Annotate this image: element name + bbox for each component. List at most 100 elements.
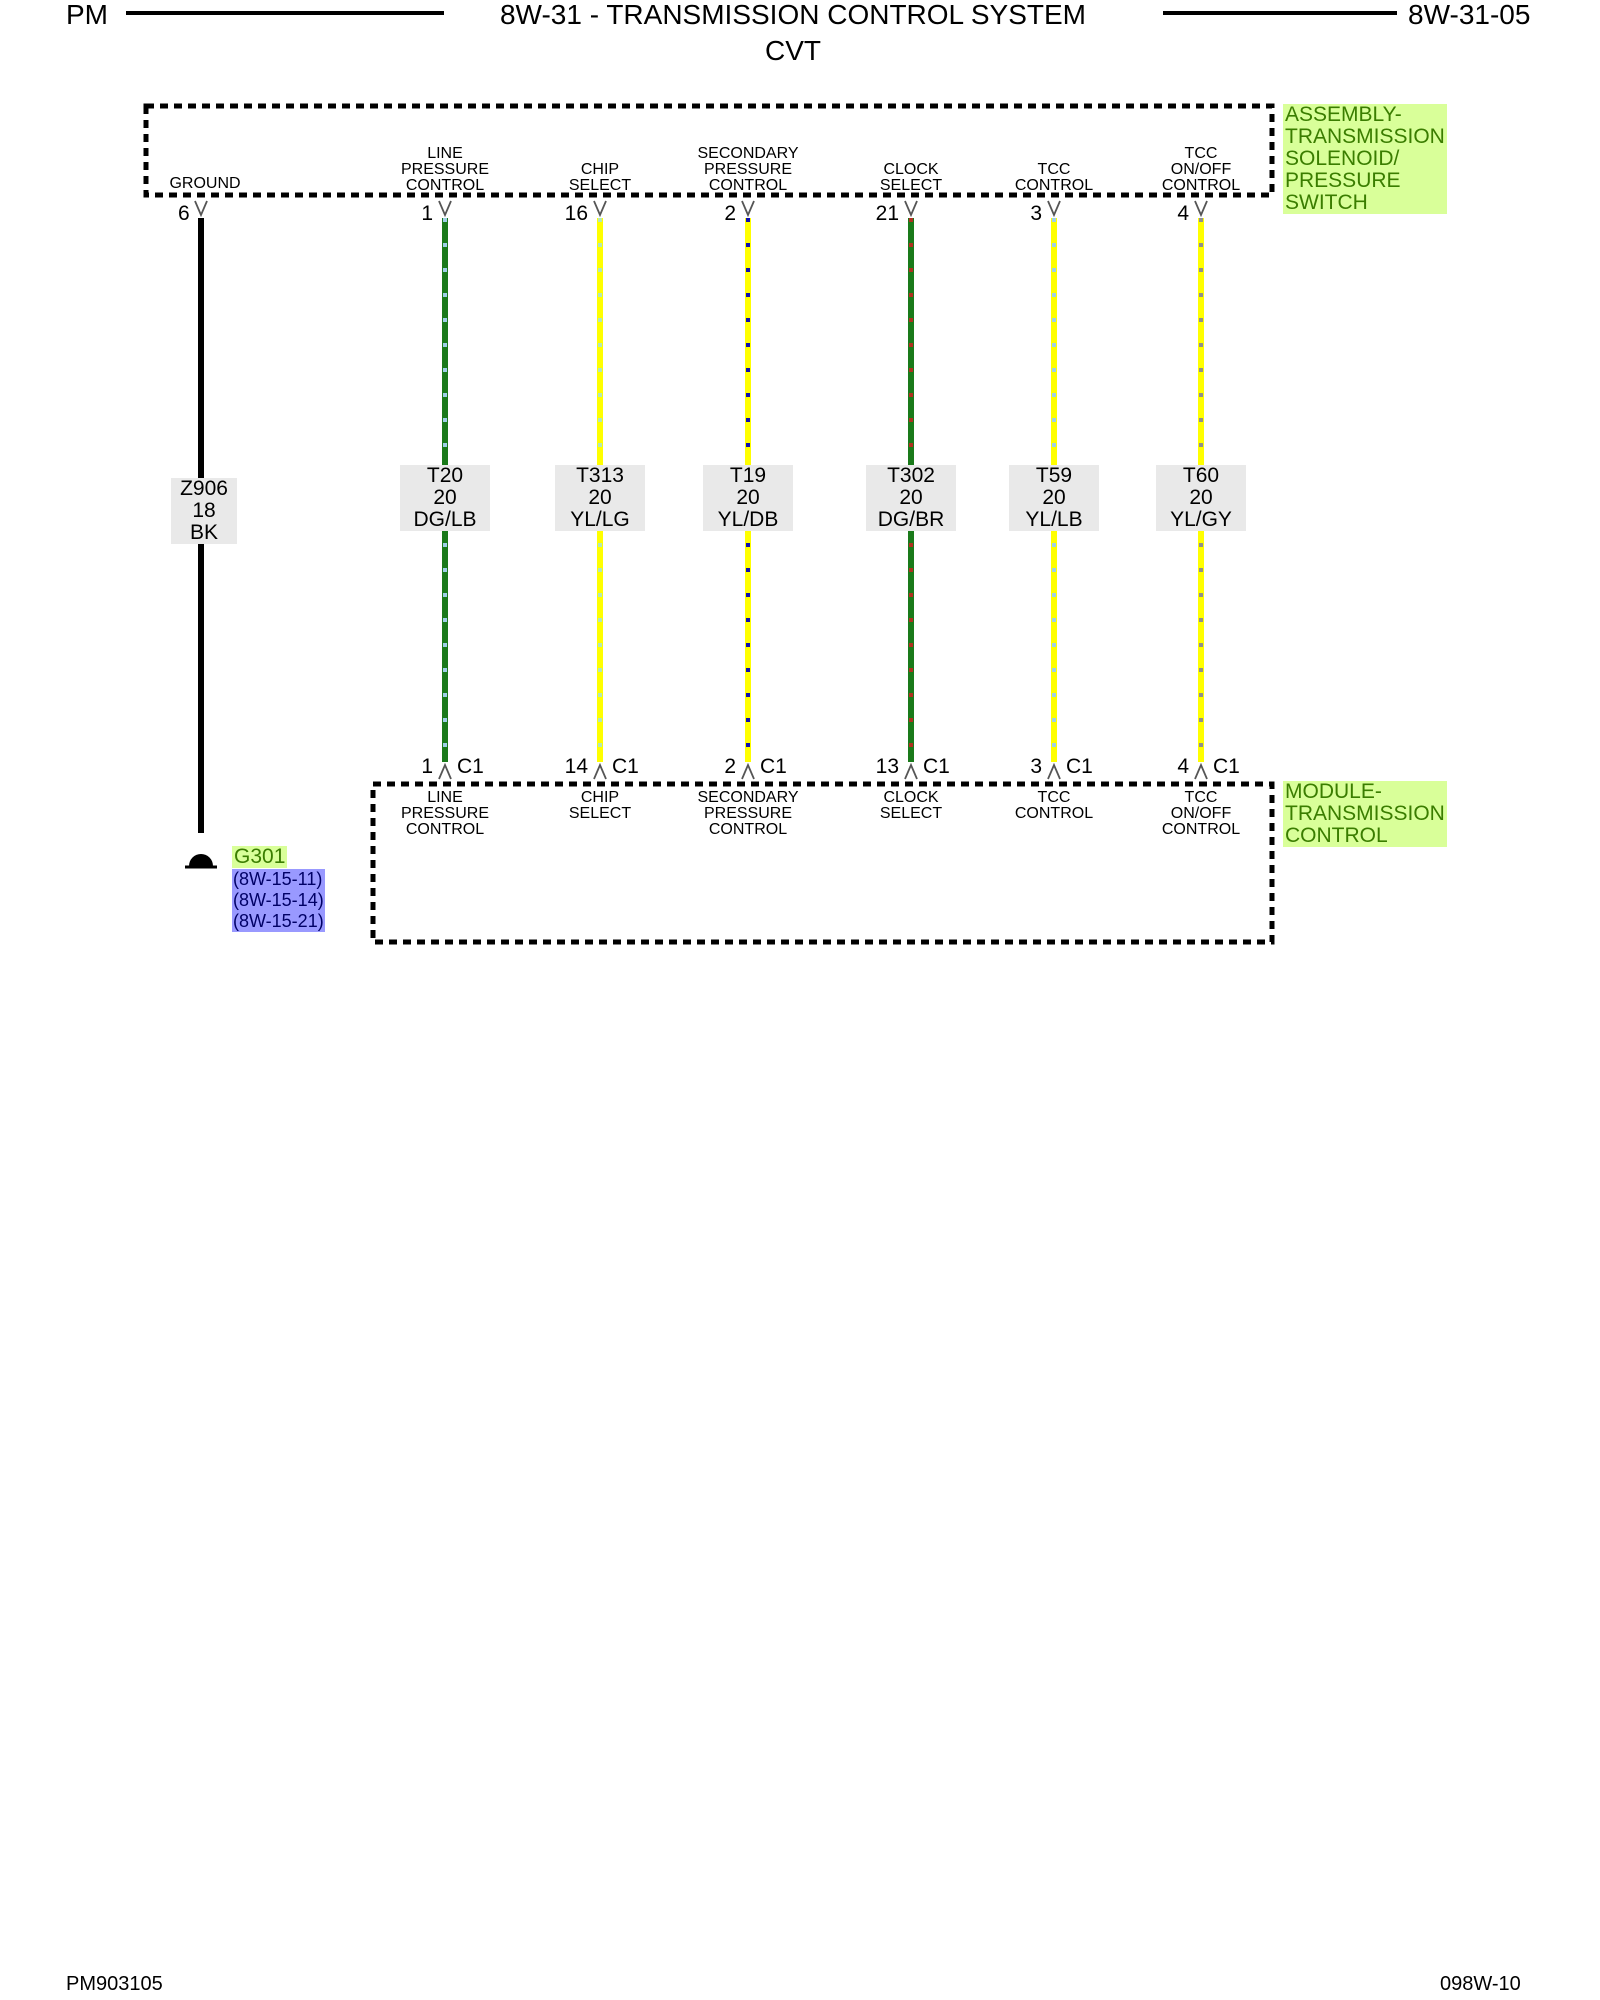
circuit-line: SECONDARY — [697, 145, 799, 162]
ground-top-pin: 6 — [178, 202, 190, 225]
female-terminal-symbol — [1047, 200, 1061, 218]
bottom-pin-number: 13 — [875, 755, 899, 778]
wire-color: YL/DB — [703, 509, 793, 531]
top-pin-number: 1 — [421, 202, 433, 225]
connector-id: C1 — [923, 755, 950, 778]
page-number: 8W-31-05 — [1408, 0, 1531, 30]
top-pin-number: 21 — [875, 202, 899, 225]
circuit-line: CONTROL — [1014, 805, 1094, 822]
connector-id: C1 — [612, 755, 639, 778]
header-rule-right — [1163, 11, 1397, 15]
bottom-pin-number: 14 — [564, 755, 588, 778]
footer-left-code: PM903105 — [66, 1973, 163, 1995]
component-label-solenoid-assembly: ASSEMBLY- TRANSMISSION SOLENOID/ PRESSUR… — [1283, 104, 1447, 214]
male-terminal-symbol — [593, 762, 607, 780]
reference-link[interactable]: (8W-15-11) — [232, 869, 325, 890]
reference-link[interactable]: (8W-15-14) — [232, 890, 325, 911]
circuit-line: CONTROL — [405, 177, 485, 194]
wire-gauge: 20 — [400, 487, 490, 509]
ground-point-label: G301 — [232, 845, 288, 868]
circuit-line: ON/OFF — [1170, 805, 1232, 822]
female-terminal-symbol — [904, 200, 918, 218]
top-pin-number: 3 — [1030, 202, 1042, 225]
circuit-line: SELECT — [568, 805, 632, 822]
wire-color: YL/LB — [1009, 509, 1099, 531]
header-rule-left — [126, 11, 444, 15]
circuit-line: CONTROL — [1014, 177, 1094, 194]
component-label-line: SOLENOID/ — [1283, 148, 1447, 170]
connector-id: C1 — [760, 755, 787, 778]
ground-circuit-name: GROUND — [155, 176, 255, 192]
connector-id: C1 — [1066, 755, 1093, 778]
bottom-pin-number: 1 — [421, 755, 433, 778]
component-label-line: TRANSMISSION — [1283, 125, 1447, 148]
female-terminal-symbol — [1194, 200, 1208, 218]
circuit-line: ON/OFF — [1170, 161, 1232, 178]
connector-id: C1 — [1213, 755, 1240, 778]
female-terminal-symbol — [194, 200, 208, 218]
wire-color: BK — [171, 522, 237, 544]
component-label-line: CONTROL — [1283, 825, 1447, 847]
top-pin-number: 4 — [1177, 202, 1189, 225]
male-terminal-symbol — [1194, 762, 1208, 780]
circuit-line: CLOCK — [883, 789, 939, 806]
component-box-solenoid-assembly — [143, 103, 1275, 198]
wire-id: T20 — [400, 465, 490, 487]
wire-color: DG/LB — [400, 509, 490, 531]
bottom-pin-number: 3 — [1030, 755, 1042, 778]
wire-id: T60 — [1156, 465, 1246, 487]
component-label-line: MODULE- — [1283, 781, 1447, 803]
female-terminal-symbol — [593, 200, 607, 218]
circuit-line: CHIP — [580, 161, 620, 178]
component-label-line: TRANSMISSION — [1283, 802, 1447, 825]
wire-id: T302 — [866, 465, 956, 487]
page-subtitle: CVT — [765, 35, 821, 66]
male-terminal-symbol — [1047, 762, 1061, 780]
page-title: 8W-31 - TRANSMISSION CONTROL SYSTEM — [499, 0, 1087, 30]
circuit-line: PRESSURE — [703, 805, 793, 822]
reference-link[interactable]: (8W-15-21) — [232, 911, 325, 932]
circuit-line: CHIP — [580, 789, 620, 806]
circuit-line: TCC — [1184, 789, 1218, 806]
circuit-line: LINE — [427, 789, 463, 806]
circuit-line: TCC — [1037, 161, 1071, 178]
circuit-line: PRESSURE — [703, 161, 793, 178]
ground-wire-label: Z906 18 BK — [171, 478, 237, 544]
wire-id: T313 — [555, 465, 645, 487]
circuit-line: TCC — [1037, 789, 1071, 806]
circuit-line: CLOCK — [883, 161, 939, 178]
component-label-control-module: MODULE- TRANSMISSION CONTROL — [1283, 781, 1447, 847]
circuit-line: LINE — [427, 145, 463, 162]
circuit-line: PRESSURE — [400, 805, 490, 822]
male-terminal-symbol — [438, 762, 452, 780]
wire-gauge: 18 — [171, 500, 237, 522]
bottom-pin-number: 2 — [724, 755, 736, 778]
component-label-line: PRESSURE — [1283, 170, 1447, 192]
connector-id: C1 — [457, 755, 484, 778]
component-label-line: ASSEMBLY- — [1283, 104, 1447, 126]
ground-symbol-icon — [189, 854, 213, 866]
circuit-line: SELECT — [879, 805, 943, 822]
wire-gauge: 20 — [555, 487, 645, 509]
bottom-pin-number: 4 — [1177, 755, 1189, 778]
wire-id: Z906 — [171, 478, 237, 500]
component-label-line: SWITCH — [1283, 192, 1447, 214]
footer-right-code: 098W-10 — [1440, 1973, 1521, 1995]
top-pin-number: 2 — [724, 202, 736, 225]
female-terminal-symbol — [741, 200, 755, 218]
female-terminal-symbol — [438, 200, 452, 218]
circuit-line: CONTROL — [708, 821, 788, 838]
